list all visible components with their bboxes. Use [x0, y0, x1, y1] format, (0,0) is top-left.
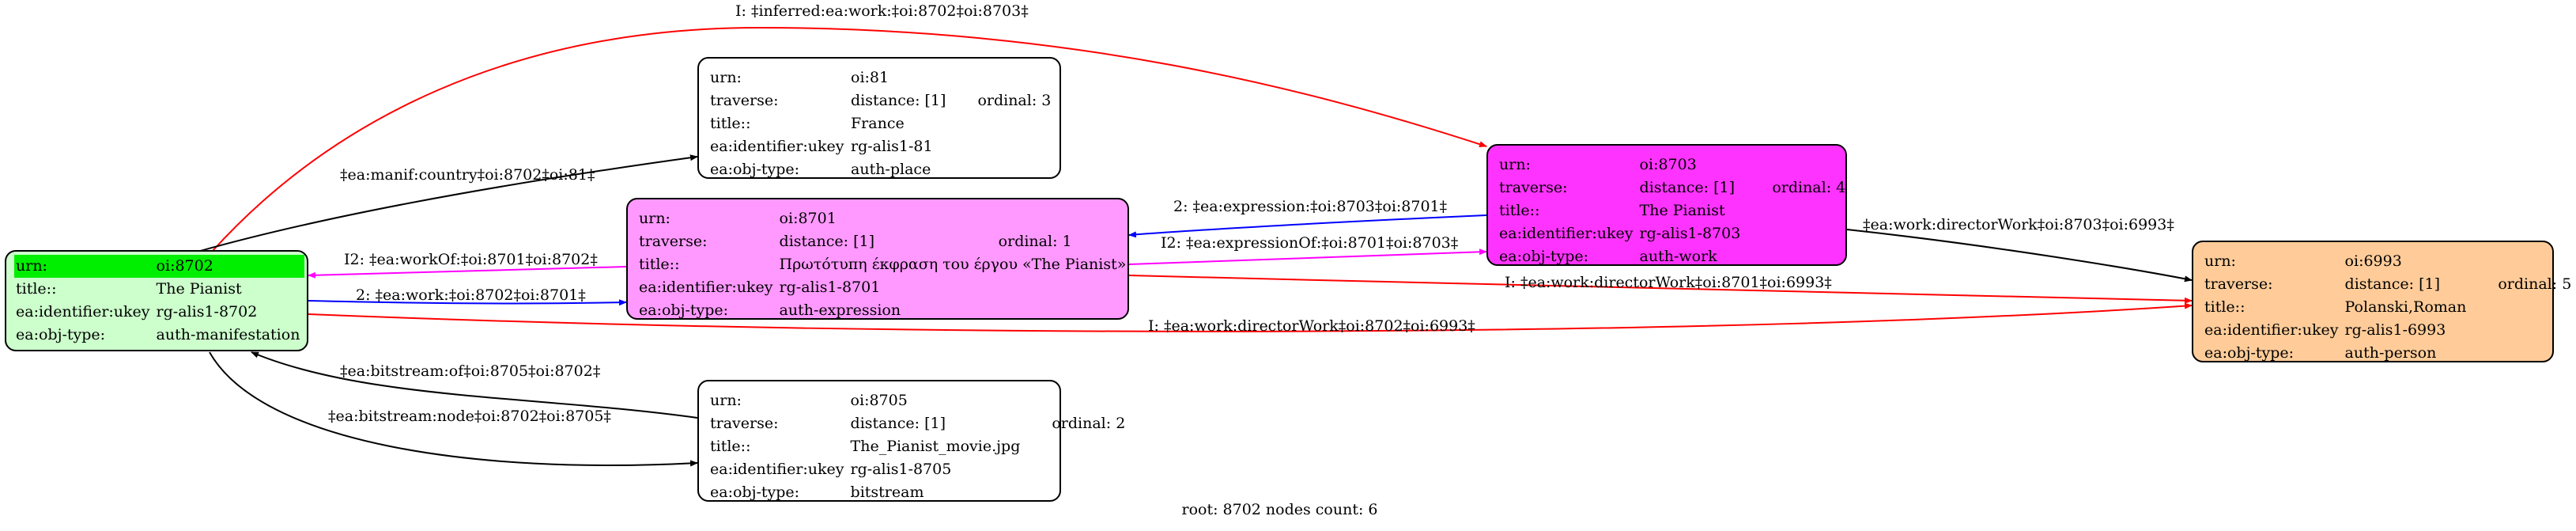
node-row-traverse: traverse:distance: [1]ordinal: 1	[639, 233, 1072, 250]
edge-label-bitstream-of: ‡ea:bitstream:of‡oi:8705‡oi:8702‡	[340, 362, 600, 380]
edge-expression-of	[1128, 248, 1487, 265]
edge-inferred-work	[211, 26, 1487, 252]
edge-bitstream-of	[251, 351, 698, 419]
edge-label-work-of: I2: ‡ea:workOf:‡oi:8701‡oi:8702‡	[344, 251, 598, 268]
node-row-urn: urn:oi:8702	[14, 255, 305, 278]
node-8705[interactable]: urn:oi:8705 traverse:distance: [1]ordina…	[697, 380, 1125, 502]
node-row-urn: urn:oi:6993	[2204, 252, 2402, 270]
node-row-obj-type: ea:obj-type:bitstream	[710, 484, 924, 501]
edge-label-work-8702-8701: 2: ‡ea:work:‡oi:8702‡oi:8701‡	[356, 286, 586, 304]
node-row-title: title::France	[710, 115, 905, 132]
edge-bitstream-node	[209, 351, 698, 467]
node-row-urn: urn:oi:81	[710, 69, 890, 86]
node-row-urn: urn:oi:8703	[1499, 156, 1697, 173]
node-row-traverse: traverse:distance: [1]ordinal: 2	[710, 415, 1126, 432]
node-81[interactable]: urn:oi:81 traverse:distance: [1]ordinal:…	[697, 57, 1061, 179]
node-row-title: title::Πρωτότυπη έκφραση του έργου «The …	[639, 256, 1127, 273]
node-row-urn: urn:oi:8701	[639, 210, 837, 227]
edge-expression	[1128, 214, 1487, 238]
node-row-traverse: traverse:distance: [1]ordinal: 3	[710, 92, 1052, 109]
edge-director-8701	[1128, 275, 2193, 304]
edge-label-bitstream-node: ‡ea:bitstream:node‡oi:8702‡oi:8705‡	[328, 408, 611, 425]
node-row-traverse: traverse:distance: [1]ordinal: 5	[2204, 275, 2572, 293]
edge-label-manif-country: ‡ea:manif:country‡oi:8702‡oi:81‡	[340, 166, 595, 184]
node-6993[interactable]: urn:oi:6993 traverse:distance: [1]ordina…	[2192, 241, 2571, 362]
edge-label-director-8701: I: ‡ea:work:directorWork‡oi:8701‡oi:6993…	[1505, 274, 1832, 291]
node-row-title: title::The Pianist	[1499, 202, 1725, 219]
node-row-obj-type: ea:obj-type:auth-place	[710, 161, 931, 178]
node-row-title: title::Polanski,Roman	[2204, 298, 2467, 316]
node-row-obj-type: ea:obj-type:auth-person	[2204, 344, 2437, 362]
edge-work-8702-8701	[308, 299, 627, 306]
node-8703[interactable]: urn:oi:8703 traverse:distance: [1]ordina…	[1486, 144, 1847, 266]
edge-label-inferred-work: I: ‡inferred:ea:work:‡oi:8702‡oi:8703‡	[735, 2, 1029, 20]
node-row-traverse: traverse:distance: [1]ordinal: 4	[1499, 179, 1846, 196]
node-8702[interactable]: urn:oi:8702 title::The Pianist ea:identi…	[5, 250, 308, 351]
edge-label-expression-of: I2: ‡ea:expressionOf:‡oi:8701‡oi:8703‡	[1161, 234, 1458, 252]
edge-label-expression: 2: ‡ea:expression:‡oi:8703‡oi:8701‡	[1173, 198, 1447, 215]
node-8701[interactable]: urn:oi:8701 traverse:distance: [1]ordina…	[626, 198, 1129, 320]
edge-work-of	[308, 266, 627, 279]
edge-label-director-8703: ‡ea:work:directorWork‡oi:8703‡oi:6993‡	[1863, 216, 2174, 233]
node-row-obj-type: ea:obj-type:auth-manifestation	[16, 326, 300, 343]
node-row-title: title::The Pianist	[16, 280, 242, 298]
edge-director-8703	[1846, 229, 2193, 283]
edge-label-director-8702: I: ‡ea:work:directorWork‡oi:8702‡oi:6993…	[1148, 317, 1475, 335]
node-row-title: title::The_Pianist_movie.jpg	[710, 438, 1021, 455]
node-row-obj-type: ea:obj-type:auth-work	[1499, 248, 1717, 265]
node-row-obj-type: ea:obj-type:auth-expression	[639, 302, 901, 319]
edge-manif-country	[197, 154, 698, 252]
node-row-urn: urn:oi:8705	[710, 392, 908, 409]
graph-footer: root: 8702 nodes count: 6	[1181, 501, 1378, 518]
edge-director-8702	[308, 302, 2193, 332]
